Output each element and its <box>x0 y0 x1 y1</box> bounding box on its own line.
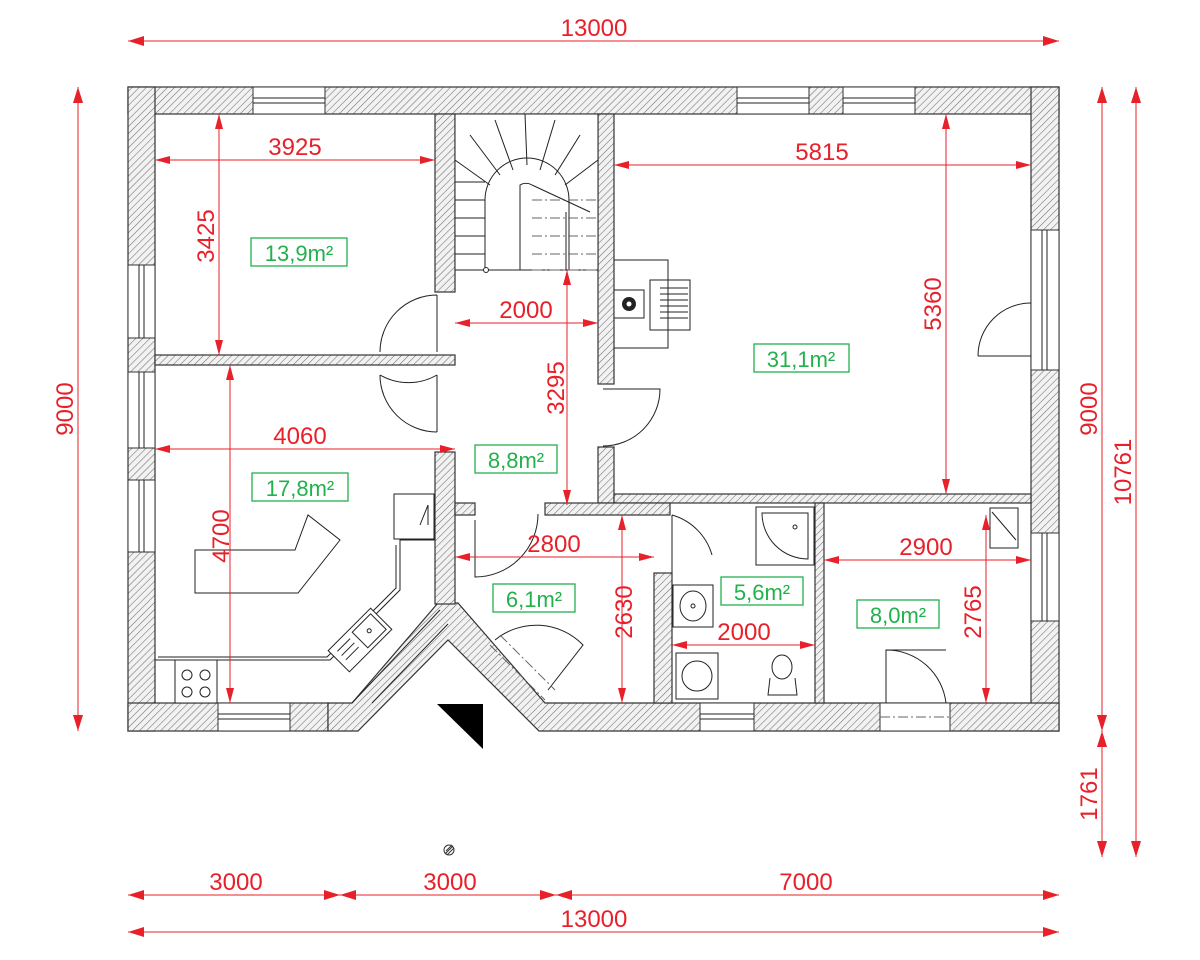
orientation-arrow <box>437 704 483 749</box>
dim-kitchen-height: 4700 <box>208 509 235 562</box>
wall-entry-top <box>454 502 476 516</box>
wall-bath-room <box>814 502 825 704</box>
door-swing <box>474 513 539 578</box>
dim-living-width: 5815 <box>795 139 848 166</box>
door-swing <box>379 294 438 353</box>
dim-right-height: 9000 <box>1076 382 1103 435</box>
dim-entry-width: 2800 <box>527 531 580 558</box>
dim-bottom-seg-1: 3000 <box>209 869 262 896</box>
dim-entry-height: 2630 <box>611 585 638 638</box>
wall-right <box>1030 86 1060 732</box>
door-swing <box>602 388 661 447</box>
dim-bath-width: 2000 <box>717 619 770 646</box>
corner-cabinet <box>989 507 1019 549</box>
dim-top-total: 13000 <box>561 15 628 42</box>
dim-room-height: 2765 <box>960 585 987 638</box>
window <box>1030 532 1060 622</box>
window <box>699 702 755 732</box>
kitchen-furniture <box>155 493 449 704</box>
wall-bedroom-hall <box>434 113 456 293</box>
window <box>217 702 291 732</box>
wall-kitchen-hall <box>434 451 456 605</box>
survey-marker <box>443 844 455 856</box>
dim-left-height: 9000 <box>52 382 79 435</box>
wall-entry-top-right <box>544 502 671 516</box>
door-swing <box>977 302 1032 357</box>
window <box>252 86 326 115</box>
door-swing <box>379 374 438 433</box>
dim-kitchen-width: 4060 <box>273 423 326 450</box>
dim-right-extra: 1761 <box>1076 767 1103 820</box>
area-kitchen: 17,8m² <box>266 476 334 501</box>
area-room: 8,0m² <box>870 603 926 628</box>
dim-living-height: 5360 <box>920 277 947 330</box>
dim-right-total: 10761 <box>1110 439 1137 506</box>
window <box>127 264 156 339</box>
area-living: 31,1m² <box>767 347 835 372</box>
windows <box>127 86 1060 732</box>
door-swing <box>885 649 947 704</box>
area-hall: 8,8m² <box>488 448 544 473</box>
wall-entry-bath <box>653 572 673 704</box>
dim-room-width: 2900 <box>899 534 952 561</box>
room-area-labels: 13,9m² 31,1m² 8,8m² 17,8m² 6,1m² 5,6m² 8… <box>250 237 940 629</box>
dimension-lines <box>73 36 1141 937</box>
door-swing <box>494 624 584 691</box>
area-entry: 6,1m² <box>506 587 562 612</box>
dim-bedroom-width: 3925 <box>268 134 321 161</box>
area-bath: 5,6m² <box>734 580 790 605</box>
dim-bottom-total: 13000 <box>561 906 628 933</box>
walls <box>127 86 1060 732</box>
wall-bottom-angled <box>327 602 1060 732</box>
wall-hall-living-upper <box>597 113 615 385</box>
washbasin <box>672 584 714 628</box>
kitchen-island <box>194 514 341 594</box>
bathroom-fixtures <box>672 506 1019 700</box>
kitchen-sink <box>327 607 393 673</box>
window <box>736 86 810 115</box>
door-threshold <box>489 634 556 701</box>
window <box>1030 229 1060 371</box>
dim-bottom-seg-2: 3000 <box>423 869 476 896</box>
fireplace <box>613 259 691 349</box>
window <box>127 371 156 449</box>
wall-hall-living-lower <box>597 446 615 504</box>
wall-bedroom-kitchen <box>154 354 456 366</box>
door-swing <box>671 514 713 573</box>
washing-machine <box>675 652 719 700</box>
doors <box>379 294 1032 704</box>
stove <box>174 659 218 704</box>
wall-living-bottom <box>613 493 1032 504</box>
dim-bedroom-height: 3425 <box>193 209 220 262</box>
area-bedroom: 13,9m² <box>265 241 333 266</box>
window <box>842 86 916 115</box>
dim-bottom-seg-3: 7000 <box>779 869 832 896</box>
staircase <box>454 113 599 273</box>
dim-hall-width: 2000 <box>499 297 552 324</box>
shower <box>755 506 815 566</box>
window <box>127 479 156 553</box>
dimension-labels: 13000 3925 5815 2000 4060 2800 2000 2900… <box>52 15 1137 933</box>
dim-hall-height: 3295 <box>543 361 570 414</box>
toilet <box>767 654 798 696</box>
